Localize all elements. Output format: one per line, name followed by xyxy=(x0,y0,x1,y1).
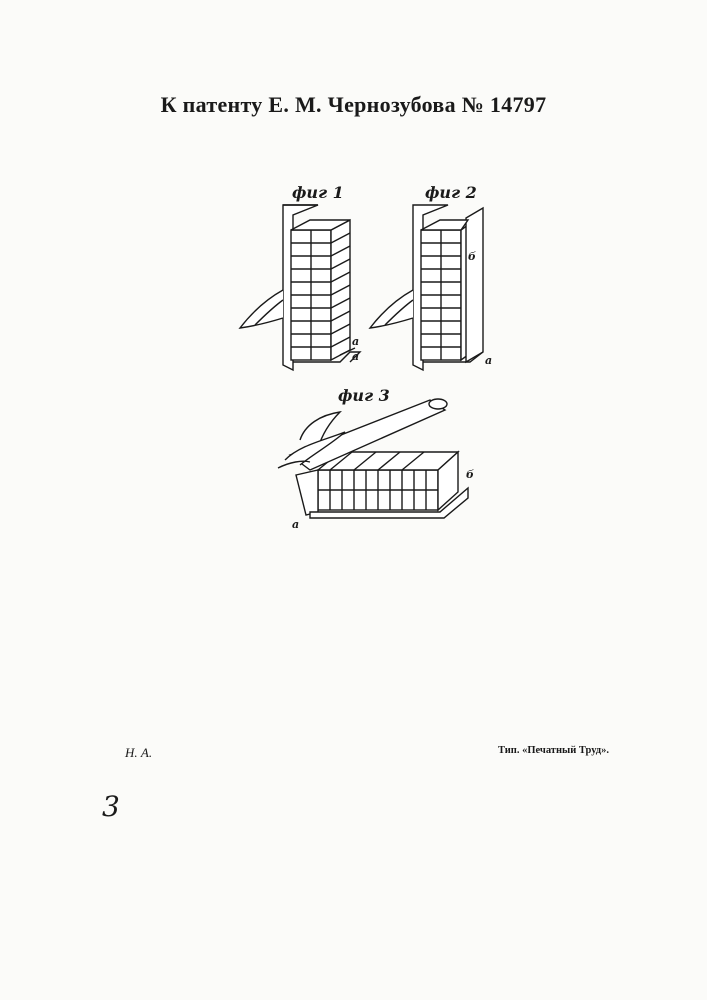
figure-3-label: фиг 3 xyxy=(338,386,390,405)
handwritten-page-number: 3 xyxy=(102,790,120,823)
figure-1-label: фиг 1 xyxy=(292,183,344,202)
footer-initials: Н. А. xyxy=(125,745,152,761)
figure-2-label: фиг 2 xyxy=(425,183,477,202)
figure-2-drawing xyxy=(370,205,483,370)
figure-2-letter-b: б xyxy=(468,250,476,263)
figure-1-letter-a-lower: a xyxy=(352,350,359,363)
figure-2-letter-a: a xyxy=(485,354,492,367)
figure-1-drawing xyxy=(240,205,360,370)
figure-3-drawing xyxy=(278,399,468,518)
footer-printer: Тип. «Печатный Труд». xyxy=(498,745,609,756)
figure-3-letter-a: a xyxy=(292,518,299,531)
figure-1-letter-a-upper: a xyxy=(352,335,359,348)
figure-3-letter-b: б xyxy=(466,468,474,481)
